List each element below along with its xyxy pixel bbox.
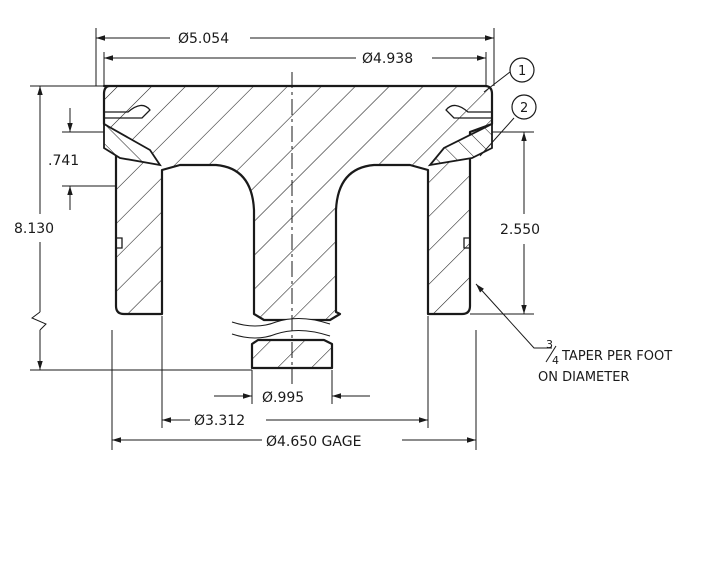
taper-fraction-denominator: 4 bbox=[552, 354, 559, 367]
dim-gage-diameter: Ø4.650 GAGE bbox=[111, 330, 477, 450]
part-section bbox=[102, 72, 494, 384]
taper-note: 3 4 TAPER PER FOOT ON DIAMETER bbox=[475, 283, 672, 385]
overall-height-label: 8.130 bbox=[14, 221, 54, 237]
balloon-1: 1 bbox=[483, 57, 535, 93]
gage-diameter-label: Ø4.650 GAGE bbox=[266, 434, 361, 450]
dim-counterbore-diameter: Ø3.312 bbox=[161, 316, 429, 429]
counterbore-diameter-label: Ø3.312 bbox=[194, 413, 245, 429]
dim-groove-height: .741 bbox=[48, 108, 116, 210]
seal-ring-right bbox=[427, 122, 493, 167]
taper-fraction-numerator: 3 bbox=[546, 338, 553, 351]
balloon-1-number: 1 bbox=[518, 64, 526, 79]
bore-diameter-label: Ø.995 bbox=[262, 390, 304, 406]
taper-note-line1: TAPER PER FOOT bbox=[561, 349, 672, 364]
dim-top-diameter: Ø4.938 bbox=[103, 51, 487, 86]
dim-taper-length: 2.550 bbox=[470, 131, 540, 315]
side-notch-right bbox=[463, 237, 470, 249]
taper-note-line2: ON DIAMETER bbox=[538, 370, 629, 385]
dim-overall-height: 8.130 bbox=[14, 85, 252, 371]
seal-ring-left bbox=[103, 122, 162, 167]
groove-notch-left bbox=[104, 104, 151, 119]
break-line-upper bbox=[231, 318, 331, 327]
groove-notch-right bbox=[445, 104, 492, 119]
outer-diameter-label: Ø5.054 bbox=[178, 31, 229, 47]
balloon-2: 2 bbox=[479, 94, 537, 157]
dim-outer-diameter: Ø5.054 bbox=[95, 28, 495, 86]
top-diameter-label: Ø4.938 bbox=[362, 51, 413, 67]
balloon-2-number: 2 bbox=[520, 101, 528, 116]
side-notch-left bbox=[116, 237, 123, 249]
counterbore-edge-right bbox=[409, 164, 429, 171]
break-line-lower bbox=[231, 330, 331, 339]
dim-bore-diameter: Ø.995 bbox=[214, 370, 370, 406]
taper-length-label: 2.550 bbox=[500, 222, 540, 238]
counterbore-edge-left bbox=[161, 164, 181, 171]
hub-body bbox=[102, 84, 494, 322]
groove-height-label: .741 bbox=[48, 153, 79, 169]
